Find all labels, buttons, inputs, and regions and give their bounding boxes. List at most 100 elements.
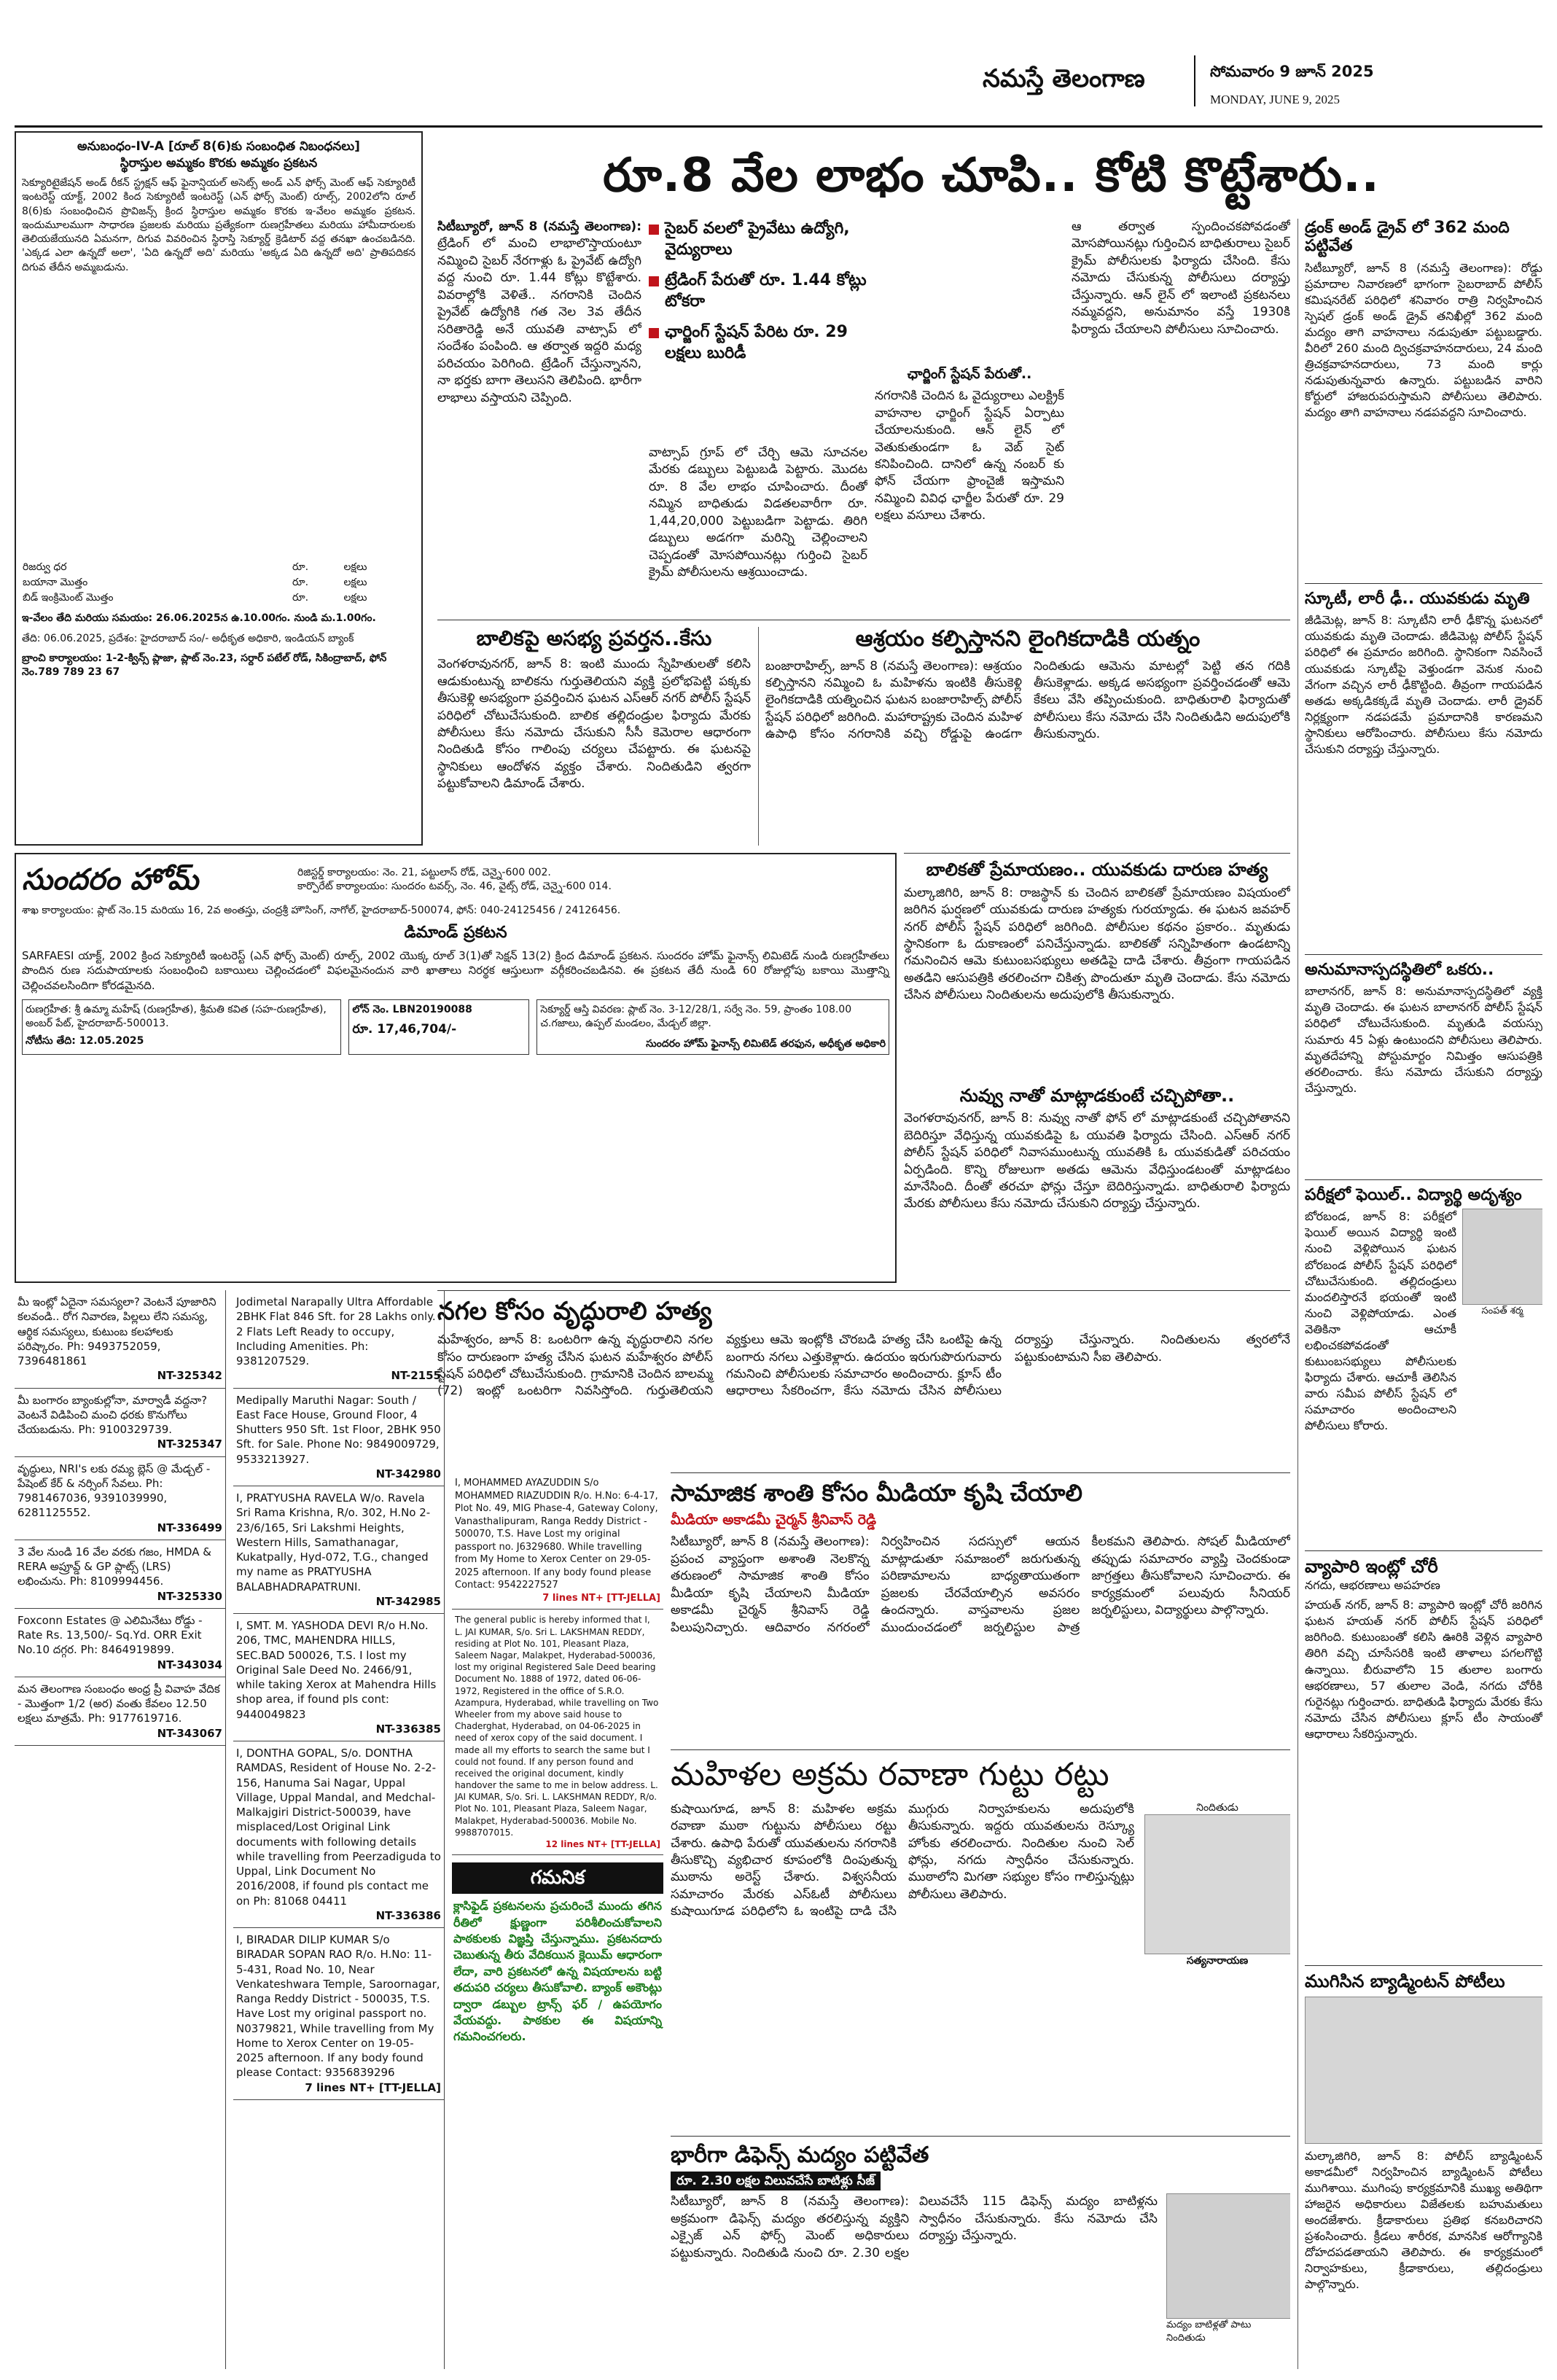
right-story-headline: వ్యాపారి ఇంట్లో చోరీ — [1305, 1557, 1438, 1577]
lead-col-2: వాట్సాప్ గ్రూప్ లో చేర్చి ఆమె సూచనల మేరక… — [649, 445, 867, 580]
student-photo-caption: సంపత్ శర్మ — [1481, 1306, 1523, 1317]
classified-code: NT-325330 — [157, 1589, 222, 1603]
row-rule — [904, 853, 1290, 854]
emd-label: బయానా మొత్తం — [23, 576, 88, 588]
paper-name: నమస్తే తెలంగాణ — [983, 64, 1145, 93]
right-story: స్కూటీ, లారీ ఢీ.. యువకుడు మృతి జీడిమెట్ల… — [1305, 590, 1542, 955]
classified-ad: I, MOHAMMED AYAZUDDIN S/o MOHAMMED RIAZU… — [452, 1472, 663, 1610]
gamanika-box: గమనిక క్లాసిఫైడ్ ప్రకటనలను ప్రచురించే ము… — [452, 1862, 663, 2050]
lead-col1-text: ట్రేడింగ్ లో మంచి లాభాలొస్తాయంటూ నమ్మించ… — [437, 236, 641, 405]
right-story-headline: డ్రంక్ అండ్ డ్రైవ్ లో 362 మంది పట్టివేత — [1305, 219, 1510, 256]
story-nuvvu-body: వెంగళరావునగర్, జూన్ 8: నువ్వు నాతో ఫోన్ … — [904, 1111, 1290, 1212]
right-story: అనుమానాస్పదస్థితిలో ఒకరు.. బాలానగర్, జూన… — [1305, 961, 1542, 1180]
story-defence: భారీగా డిఫెన్స్ మద్యం పట్టివేత రూ. 2.30 … — [671, 2143, 1290, 2369]
lead-col-1: సిటీబ్యూరో, జూన్ 8 (నమస్తే తెలంగాణ): ట్ర… — [437, 219, 641, 612]
classifieds-column-1: మీ ఇంట్లో ఏదైనా సమస్యలా? వెంటనే పూజారిని… — [15, 1290, 226, 2369]
bullet-text: ట్రేడింగ్ పేరుతో రూ. 1.44 కోట్లు టోకరా — [665, 271, 867, 311]
emd-unit: లక్షలు — [343, 576, 367, 588]
classified-text: వృద్ధులు, NRI's లకు రమ్య బ్లెస్ @ మేడ్చల… — [17, 1462, 211, 1520]
right-story: పరీక్షలో ఫెయిల్.. విద్యార్థి అదృశ్యం బోర… — [1305, 1186, 1542, 1551]
story-ashrayam: ఆశ్రయం కల్పిస్తానని లైంగికదాడికి యత్నం బ… — [765, 627, 1290, 846]
classifieds-column-2: Jodimetal Narapally Ultra Affordable 2BH… — [233, 1290, 445, 2369]
photo-placeholder — [1166, 2193, 1290, 2319]
row-rule — [437, 1290, 1290, 1291]
gamanika-title: గమనిక — [452, 1862, 663, 1895]
bullet-square-icon — [649, 225, 659, 235]
classified-text: Jodimetal Narapally Ultra Affordable 2BH… — [236, 1295, 436, 1367]
date-telugu: సోమవారం 9 జూన్ 2025 — [1210, 63, 1374, 80]
classified-code: 12 lines NT+ [TT-JELLA] — [545, 1839, 660, 1850]
sundaram-home-notice: సుందరం హోమ్ రిజిస్టర్డ్ కార్యాలయం: నెం. … — [15, 853, 897, 1283]
notice-date: నోటీసు తేది: 12.05.2025 — [26, 1035, 144, 1047]
story-media: సామాజిక శాంతి కోసం మీడియా కృషి చేయాలి మీ… — [671, 1480, 1290, 1742]
emd-currency: రూ. — [292, 576, 309, 588]
classified-code: NT-342980 — [375, 1467, 441, 1480]
right-story: వ్యాపారి ఇంట్లో చోరీ నగదు, ఆభరణాలు అపహరణ… — [1305, 1557, 1542, 1966]
right-story-headline: పరీక్షలో ఫెయిల్.. విద్యార్థి అదృశ్యం — [1305, 1186, 1522, 1204]
story-nuvvu-headline: నువ్వు నాతో మాట్లాడకుంటే చచ్చిపోతా.. — [959, 1085, 1235, 1106]
right-story: డ్రంక్ అండ్ డ్రైవ్ లో 362 మంది పట్టివేత … — [1305, 219, 1542, 584]
story-defence-headline: భారీగా డిఫెన్స్ మద్యం పట్టివేత — [671, 2143, 929, 2168]
classified-ad: Jodimetal Narapally Ultra Affordable 2BH… — [233, 1290, 444, 1389]
classified-code: 7 lines NT+ [TT-JELLA] — [542, 1592, 660, 1604]
property-cell: సెక్యూర్డ్ ఆస్తి వివరణ: ప్లాట్ నెం. 3-12… — [536, 999, 889, 1056]
classified-ad: I, SMT. M. YASHODA DEVI R/o H.No. 206, T… — [233, 1614, 444, 1741]
classified-text: మీ బంగారం బ్యాంకుల్లోనా, మార్వాడీ వద్దనా… — [17, 1393, 208, 1437]
student-photo: సంపత్ శర్మ — [1462, 1209, 1542, 1434]
story-defence-body: సిటీబ్యూరో, జూన్ 8 (నమస్తే తెలంగాణ): అక్… — [671, 2194, 1158, 2260]
auction-notice: అనుబంధం-IV-A [రూల్ 8(6)కు సంబంధిత నిబంధన… — [15, 131, 423, 846]
story-media-headline: సామాజిక శాంతి కోసం మీడియా కృషి చేయాలి — [671, 1480, 1082, 1507]
loan-cell: లోన్ నెం. LBN20190088 రూ. 17,46,704/- — [348, 999, 530, 1056]
classified-ad: I, DONTHA GOPAL, S/o. DONTHA RAMDAS, Res… — [233, 1741, 444, 1928]
story-ashrayam-headline: ఆశ్రయం కల్పిస్తానని లైంగికదాడికి యత్నం — [855, 627, 1201, 652]
story-nagala: నగల కోసం వృద్ధురాలి హత్య మహేశ్వరం, జూన్ … — [437, 1298, 1290, 1465]
right-story: ముగిసిన బ్యాడ్మింటన్ పోటీలు మల్కాజిగిరి,… — [1305, 1972, 1542, 2365]
borrower-details: రుణగ్రహీత: శ్రీ ఉమ్మా మహేష్ (రుణగ్రహీత),… — [26, 1003, 327, 1029]
branch-office: శాఖ కార్యాలయం: ప్లాట్ నెం.15 మరియు 16, 2… — [22, 905, 621, 916]
story-premayanam-headline: బాలికతో ప్రేమాయణం.. యువకుడు దారుణ హత్య — [926, 860, 1268, 880]
classified-code: NT-2155 — [391, 1369, 441, 1383]
defence-photo-caption: మద్యం బాటిళ్లతో పాటు నిందితుడు — [1166, 2319, 1252, 2344]
classifieds-column-3: I, MOHAMMED AYAZUDDIN S/o MOHAMMED RIAZU… — [452, 1472, 663, 2369]
bid-increment-unit: లక్షలు — [343, 591, 367, 604]
gamanika-body: క్లాసిఫైడ్ ప్రకటనలను ప్రచురించే ముందు తగ… — [453, 1899, 662, 2044]
classified-text: I, MOHAMMED AYAZUDDIN S/o MOHAMMED RIAZU… — [455, 1478, 658, 1591]
demand-notice-body: SARFAESI యాక్ట్, 2002 క్రింద సెక్యూరిటీ … — [22, 948, 889, 992]
col-rule — [758, 627, 759, 846]
right-story-body: సిటీబ్యూరో, జూన్ 8 (నమస్తే తెలంగాణ): రోడ… — [1305, 260, 1542, 420]
right-story-body: మల్కాజిగిరి, జూన్ 8: పోలీస్ బ్యాడ్మింటన్… — [1305, 2148, 1542, 2292]
bullet-item: సైబర్ వలలో ప్రైవేటు ఉద్యోగి, వైద్యురాలు — [649, 219, 867, 260]
loan-number: లోన్ నెం. LBN20190088 — [352, 1003, 472, 1015]
reserve-price-unit: లక్షలు — [343, 561, 367, 573]
masthead-divider — [1194, 55, 1195, 106]
classified-text: I, DONTHA GOPAL, S/o. DONTHA RAMDAS, Res… — [236, 1747, 441, 1908]
accused-photo: నిందితుడు సత్యనారాయణ — [1144, 1801, 1290, 2107]
bullet-square-icon — [649, 276, 659, 287]
classified-ad: Foxconn Estates @ ఎలిమినేటు రోడ్డు - Rat… — [15, 1609, 225, 1677]
right-story-body: బాలానగర్, జూన్ 8: అనుమానాస్పదస్థితిలో వ్… — [1305, 984, 1542, 1095]
classified-code: NT-325342 — [157, 1369, 222, 1383]
right-story-body: జీడిమెట్ల, జూన్ 8: స్కూటీని లారీ ఢీకొన్న… — [1305, 613, 1542, 756]
classified-code: NT-343034 — [157, 1658, 222, 1671]
lead-col3-heading: ఛార్జింగ్ స్టేషన్ పేరుతో.. — [907, 366, 1032, 382]
bullet-item: ట్రేడింగ్ పేరుతో రూ. 1.44 కోట్లు టోకరా — [649, 270, 867, 312]
lead-col-3: ఛార్జింగ్ స్టేషన్ పేరుతో.. నగరానికి చెంద… — [875, 219, 1064, 612]
borrower-cell: రుణగ్రహీత: శ్రీ ఉమ్మా మహేష్ (రుణగ్రహీత),… — [22, 999, 342, 1056]
classified-ad: Medipally Maruthi Nagar: South / East Fa… — [233, 1389, 444, 1486]
right-story-headline: అనుమానాస్పదస్థితిలో ఒకరు.. — [1305, 961, 1494, 979]
classified-code: NT-343067 — [157, 1726, 222, 1740]
bid-increment-label: బిడ్ ఇంక్రిమెంట్ మొత్తం — [23, 591, 114, 604]
photo-placeholder — [1462, 1209, 1542, 1306]
classified-ad: మీ బంగారం బ్యాంకుల్లోనా, మార్వాడీ వద్దనా… — [15, 1389, 225, 1457]
classified-code: NT-336385 — [375, 1722, 441, 1736]
outstanding-amount: రూ. 17,46,704/- — [352, 1021, 457, 1037]
right-story-headline: స్కూటీ, లారీ ఢీ.. యువకుడు మృతి — [1305, 590, 1530, 608]
right-story-body: హయత్ నగర్, జూన్ 8: వ్యాపారి ఇంట్లో చోరీ … — [1305, 1598, 1542, 1741]
auction-date-line: ఇ-వేలం తేది మరియు సమయం: 26.06.2025న ఉ.10… — [22, 612, 376, 624]
story-nagala-headline: నగల కోసం వృద్ధురాలి హత్య — [437, 1298, 712, 1326]
story-mahila-headline: మహిళల అక్రమ రవాణా గుట్టు రట్టు — [671, 1757, 1109, 1793]
lead-dateline: సిటీబ్యూరో, జూన్ 8 (నమస్తే తెలంగాణ): — [437, 219, 641, 234]
masthead-rule — [15, 125, 1542, 128]
bid-increment-currency: రూ. — [292, 591, 309, 604]
photo-caption-label: నిందితుడు — [1196, 1801, 1238, 1814]
